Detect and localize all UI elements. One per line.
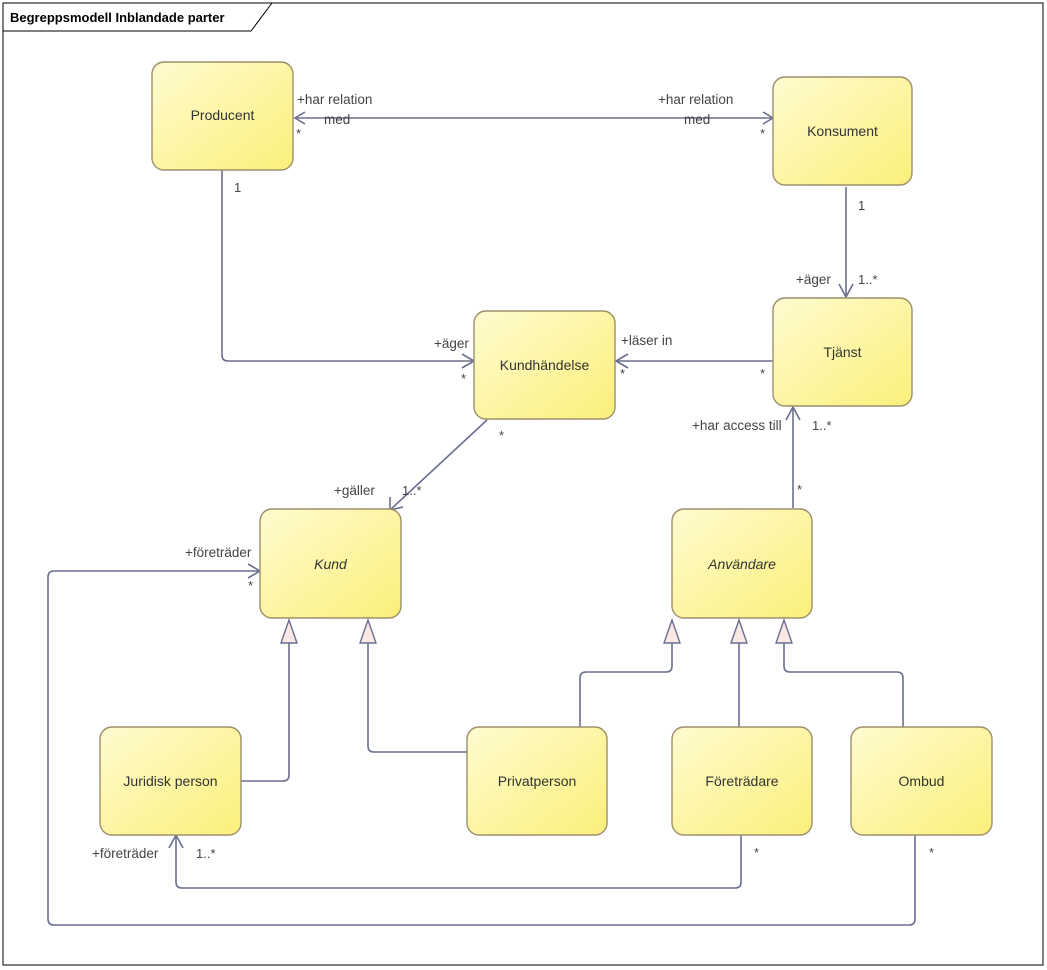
role-label: +företräder [92,846,159,861]
class-name-ombud: Ombud [899,773,945,789]
class-juridisk-person[interactable]: Juridisk person [99,726,242,836]
multiplicity-label: * [929,845,934,860]
class-name-juridisk-person: Juridisk person [123,773,217,789]
role-label: +äger [434,336,469,351]
role-label: +äger [796,272,831,287]
class-foretradare[interactable]: Företrädare [671,726,813,836]
multiplicity-label: 1..* [858,272,878,287]
arrowhead-to-producent [293,111,306,125]
class-ombud[interactable]: Ombud [850,726,993,836]
class-konsument[interactable]: Konsument [772,76,913,186]
multiplicity-label: 1..* [402,483,422,498]
role-label: +har relation [658,92,733,107]
role-label: +gäller [334,483,375,498]
generalization-arrow-anvandare-right [775,617,793,644]
role-label: med [684,112,710,127]
multiplicity-label: * [461,371,466,386]
frame-title-tab [3,2,273,32]
arrowhead-to-kundhandelse-from-tjanst [614,353,629,369]
class-producent[interactable]: Producent [151,61,294,171]
role-label: med [324,112,350,127]
multiplicity-label: 1..* [812,418,832,433]
class-name-privatperson: Privatperson [498,773,577,789]
generalization-privatperson-anvandare[interactable] [579,643,673,728]
frame-title: Begreppsmodell Inblandade parter [10,10,225,25]
multiplicity-label: 1 [234,180,241,195]
assoc-foretradare-juridisk[interactable] [175,835,742,889]
class-name-tjanst: Tjänst [823,344,861,360]
assoc-ombud-kund[interactable] [47,570,916,926]
role-label: +har relation [297,92,372,107]
assoc-producent-kundhandelse[interactable] [221,170,474,362]
generalization-arrow-kund-right [359,617,377,644]
generalization-arrow-anvandare-middle [730,617,748,644]
role-label: +läser in [621,333,672,348]
generalization-juridisk-kund[interactable] [241,643,290,782]
class-kund[interactable]: Kund [259,508,402,619]
multiplicity-label: * [797,482,802,497]
multiplicity-label: * [760,126,765,141]
multiplicity-label: 1..* [196,846,216,861]
generalization-arrow-kund-left [280,617,298,644]
class-name-producent: Producent [191,107,255,123]
class-name-konsument: Konsument [807,123,878,139]
class-kundhandelse[interactable]: Kundhändelse [473,310,616,420]
arrowhead-to-tjanst-from-anvandare [785,405,801,421]
multiplicity-label: * [760,366,765,381]
generalization-privatperson-kund[interactable] [367,643,467,753]
assoc-kundhandelse-kund[interactable] [389,419,488,511]
multiplicity-label: * [620,366,625,381]
class-name-kundhandelse: Kundhändelse [500,357,590,373]
class-name-kund: Kund [314,556,348,572]
generalization-arrow-anvandare-left [663,617,681,644]
class-name-foretradare: Företrädare [705,773,778,789]
role-label: +har access till [692,418,782,433]
class-tjanst[interactable]: Tjänst [772,297,913,407]
arrowhead-to-tjanst [838,283,854,299]
role-label: +företräder [185,545,252,560]
multiplicity-label: 1 [858,198,865,213]
multiplicity-label: * [296,126,301,141]
class-anvandare[interactable]: Användare [671,508,813,619]
multiplicity-label: * [499,428,504,443]
class-name-anvandare: Användare [707,556,776,572]
generalization-ombud-anvandare[interactable] [783,643,904,728]
class-privatperson[interactable]: Privatperson [466,726,608,836]
multiplicity-label: * [754,845,759,860]
multiplicity-label: * [248,578,253,593]
